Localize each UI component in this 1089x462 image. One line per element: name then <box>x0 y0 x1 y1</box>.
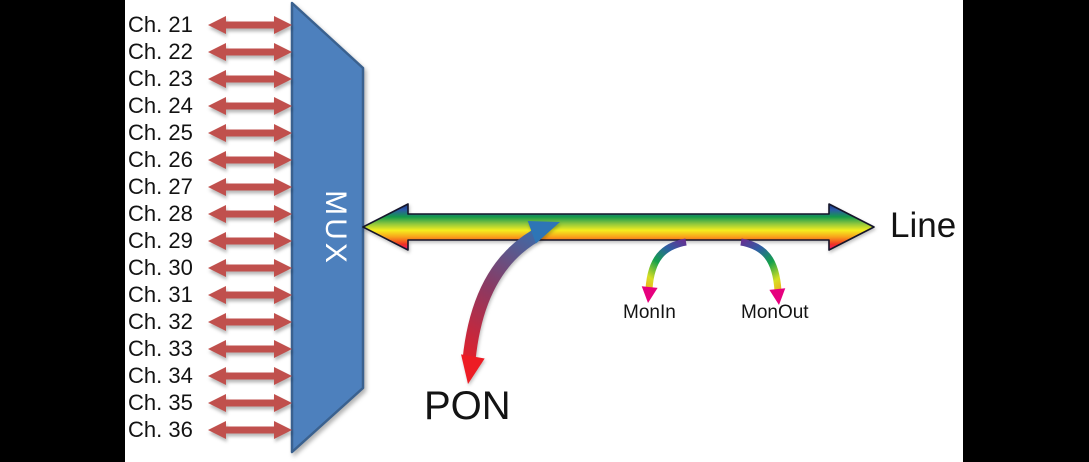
channel-row: Ch. 31 <box>128 281 293 308</box>
channel-row: Ch. 30 <box>128 254 293 281</box>
channel-label: Ch. 23 <box>128 66 193 91</box>
channel-bidirectional-arrow-icon <box>208 42 292 61</box>
channel-bidirectional-arrow-icon <box>208 420 292 439</box>
channel-bidirectional-arrow-icon <box>208 150 292 169</box>
channel-row: Ch. 23 <box>128 65 293 92</box>
mux-diagram: MUX <box>290 1 875 454</box>
monin-label: MonIn <box>623 302 676 323</box>
channel-label: Ch. 28 <box>128 201 193 226</box>
channel-bidirectional-arrow-icon <box>208 96 292 115</box>
channel-row: Ch. 26 <box>128 146 293 173</box>
channel-bidirectional-arrow-icon <box>208 258 292 277</box>
channel-row: Ch. 36 <box>128 416 293 443</box>
channel-bidirectional-arrow-icon <box>208 393 292 412</box>
line-label: Line <box>890 206 957 245</box>
channel-row: Ch. 27 <box>128 173 293 200</box>
channel-label: Ch. 34 <box>128 363 193 388</box>
mux-label: MUX <box>319 190 352 266</box>
channel-row: Ch. 33 <box>128 335 293 362</box>
channel-label: Ch. 35 <box>128 390 193 415</box>
channel-row: Ch. 29 <box>128 227 293 254</box>
line-bus-arrow <box>362 203 875 251</box>
channel-label: Ch. 21 <box>128 12 193 37</box>
channel-bidirectional-arrow-icon <box>208 177 292 196</box>
mux-shape: MUX <box>290 1 365 454</box>
channel-row: Ch. 22 <box>128 38 293 65</box>
channel-row: Ch. 28 <box>128 200 293 227</box>
channel-bidirectional-arrow-icon <box>208 231 292 250</box>
channel-bidirectional-arrow-icon <box>208 69 292 88</box>
channel-row: Ch. 21 <box>128 11 293 38</box>
channel-label: Ch. 29 <box>128 228 193 253</box>
channel-label: Ch. 26 <box>128 147 193 172</box>
channel-label: Ch. 27 <box>128 174 193 199</box>
channel-label: Ch. 24 <box>128 93 193 118</box>
channel-row: Ch. 34 <box>128 362 293 389</box>
channel-bidirectional-arrow-icon <box>208 366 292 385</box>
channel-label: Ch. 33 <box>128 336 193 361</box>
channel-row: Ch. 24 <box>128 92 293 119</box>
channel-label: Ch. 22 <box>128 39 193 64</box>
channel-label: Ch. 32 <box>128 309 193 334</box>
channel-bidirectional-arrow-icon <box>208 15 292 34</box>
channel-bidirectional-arrow-icon <box>208 312 292 331</box>
pon-label: PON <box>424 384 511 428</box>
channel-row: Ch. 25 <box>128 119 293 146</box>
monout-arrow-icon <box>740 238 786 305</box>
monin-arrow-icon <box>641 238 687 303</box>
channel-label: Ch. 25 <box>128 120 193 145</box>
channel-row: Ch. 35 <box>128 389 293 416</box>
channel-bidirectional-arrow-icon <box>208 204 292 223</box>
channel-bidirectional-arrow-icon <box>208 339 292 358</box>
channel-row: Ch. 32 <box>128 308 293 335</box>
channel-bidirectional-arrow-icon <box>208 285 292 304</box>
channel-bidirectional-arrow-icon <box>208 123 292 142</box>
pon-drop-arrow-icon <box>461 220 560 384</box>
channel-label: Ch. 36 <box>128 417 193 442</box>
channel-label: Ch. 31 <box>128 282 193 307</box>
monout-label: MonOut <box>741 302 809 323</box>
channel-label: Ch. 30 <box>128 255 193 280</box>
